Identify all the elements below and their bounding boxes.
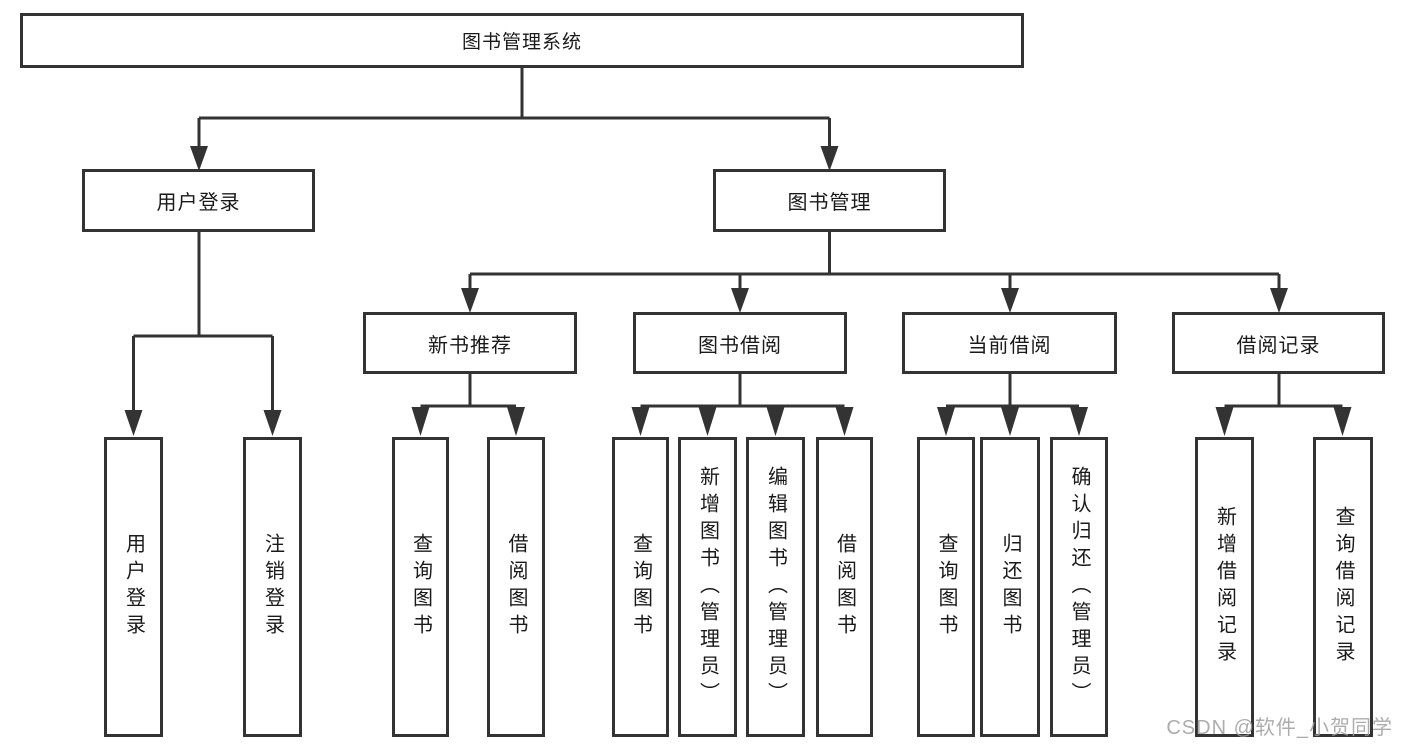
leaf-query-borrow-record: 查询借阅记录 [1313,437,1373,737]
connector-book-borrow-to-leaves [631,374,854,436]
leaf-add-books-admin: 新增图书（管理员） [678,437,737,737]
leaf-query-books-current: 查询图书 [917,437,975,737]
arrowhead [1070,407,1088,436]
connector-root-to-level2 [190,68,839,171]
arrowhead [731,288,749,313]
connector-book-mgmt-to-level3 [461,232,1288,313]
node-book-management: 图书管理 [713,169,946,232]
leaf-confirm-return-admin: 确认归还（管理员） [1050,437,1108,737]
leaf-query-books-borrowing-label: 查询图书 [629,533,652,641]
connector-new-book-rec-to-leaves [411,374,525,436]
leaf-add-books-admin-label: 新增图书（管理员） [696,465,719,709]
node-borrowing-records: 借阅记录 [1172,312,1385,374]
node-new-book-recommend: 新书推荐 [363,312,577,374]
connector-user-login-to-leaves [124,232,282,436]
leaf-add-borrow-record-label: 新增借阅记录 [1213,506,1236,668]
node-book-management-label: 图书管理 [787,192,872,214]
node-user-login: 用户登录 [82,169,315,232]
leaf-query-books-recommend-label: 查询图书 [409,533,432,641]
leaf-borrow-books-borrowing-label: 借阅图书 [833,533,856,641]
leaf-user-login: 用户登录 [104,437,163,737]
leaf-borrow-books-recommend: 借阅图书 [487,437,545,737]
arrowhead [1270,288,1288,313]
node-root-label: 图书管理系统 [461,32,582,53]
arrowhead [1001,407,1019,436]
arrowhead [766,407,785,436]
node-user-login-label: 用户登录 [156,192,241,214]
arrowhead [461,288,479,313]
arrowhead [937,407,955,436]
connector-current-borrow-to-leaves [937,374,1088,436]
arrowhead [698,407,717,436]
csdn-watermark: CSDN @软件_小贺同学 [1166,717,1393,739]
node-book-borrowing-label: 图书借阅 [698,334,782,357]
arrowhead [631,407,650,436]
leaf-return-books: 归还图书 [980,437,1040,737]
node-root-system: 图书管理系统 [20,13,1024,68]
leaf-query-borrow-record-label: 查询借阅记录 [1332,506,1354,668]
arrowhead [411,407,430,436]
leaf-query-books-borrowing: 查询图书 [612,437,669,737]
node-book-borrowing: 图书借阅 [633,312,847,374]
arrowhead [507,407,525,436]
arrowhead [835,407,854,436]
arrowhead [190,146,208,171]
leaf-query-books-recommend: 查询图书 [392,437,449,737]
leaf-query-books-current-label: 查询图书 [935,533,957,641]
node-new-book-recommend-label: 新书推荐 [428,334,512,357]
leaf-user-login-label: 用户登录 [122,533,145,641]
leaf-logout-label: 注销登录 [261,533,284,641]
connector-borrow-record-to-leaves [1215,374,1352,436]
node-borrowing-records-label: 借阅记录 [1236,334,1321,357]
leaf-borrow-books-borrowing: 借阅图书 [816,437,873,737]
leaf-confirm-return-admin-label: 确认归还（管理员） [1068,465,1090,709]
leaf-borrow-books-recommend-label: 借阅图书 [505,533,527,641]
arrowhead [820,146,839,171]
arrowhead [1333,407,1352,436]
node-current-borrowing: 当前借阅 [902,312,1117,374]
arrowhead [263,410,282,436]
arrowhead [1215,407,1234,436]
leaf-add-borrow-record: 新增借阅记录 [1195,437,1254,737]
arrowhead [124,410,143,436]
arrowhead [1001,288,1019,313]
leaf-edit-books-admin-label: 编辑图书（管理员） [764,465,787,709]
node-current-borrowing-label: 当前借阅 [967,334,1052,357]
leaf-logout: 注销登录 [243,437,302,737]
leaf-edit-books-admin: 编辑图书（管理员） [746,437,805,737]
leaf-return-books-label: 归还图书 [999,533,1021,641]
